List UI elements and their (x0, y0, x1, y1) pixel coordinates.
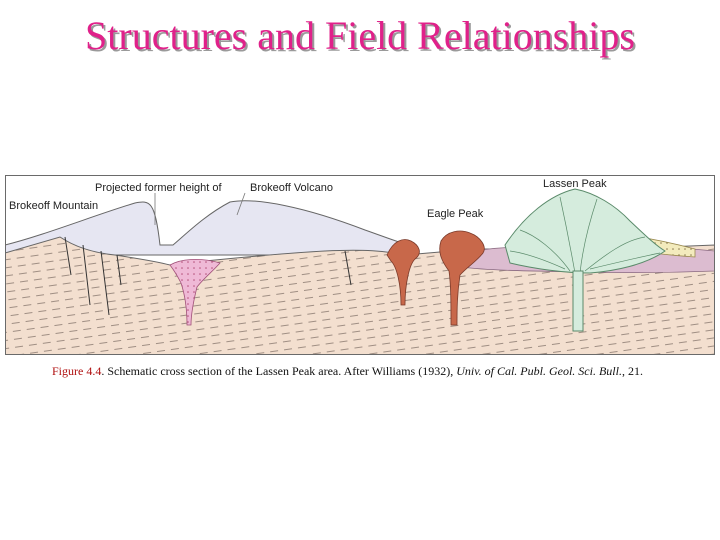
label-lassen-peak: Lassen Peak (543, 178, 607, 190)
projected-volcano-profile (5, 200, 416, 256)
label-projected-height: Projected former height of (95, 182, 223, 194)
label-brokeoff-volcano: Brokeoff Volcano (250, 182, 333, 194)
cross-section-diagram: Projected former height of Brokeoff Volc… (5, 175, 715, 355)
lassen-peak-dome (504, 188, 666, 274)
lassen-conduit (572, 270, 584, 332)
cross-section-figure: Projected former height of Brokeoff Volc… (5, 175, 715, 355)
faults (64, 236, 352, 316)
lassen-flow-lines (509, 196, 661, 274)
slide-title: Structures and Field Relationships (85, 13, 635, 58)
figure-number: Figure 4.4 (52, 364, 102, 378)
figure-caption: Figure 4.4. Schematic cross section of t… (52, 364, 712, 379)
caption-text: . Schematic cross section of the Lassen … (101, 364, 454, 378)
eagle-peak-dome-1 (386, 239, 420, 306)
caption-suffix: , 21. (621, 364, 643, 378)
pink-intrusion (169, 259, 221, 326)
projection-lines (154, 192, 246, 225)
label-eagle-peak: Eagle Peak (427, 208, 484, 220)
label-brokeoff-mountain: Brokeoff Mountain (9, 200, 98, 212)
figure-frame (5, 175, 715, 355)
eagle-peak-dome-2 (439, 230, 485, 326)
caption-journal: Univ. of Cal. Publ. Geol. Sci. Bull. (456, 364, 622, 378)
